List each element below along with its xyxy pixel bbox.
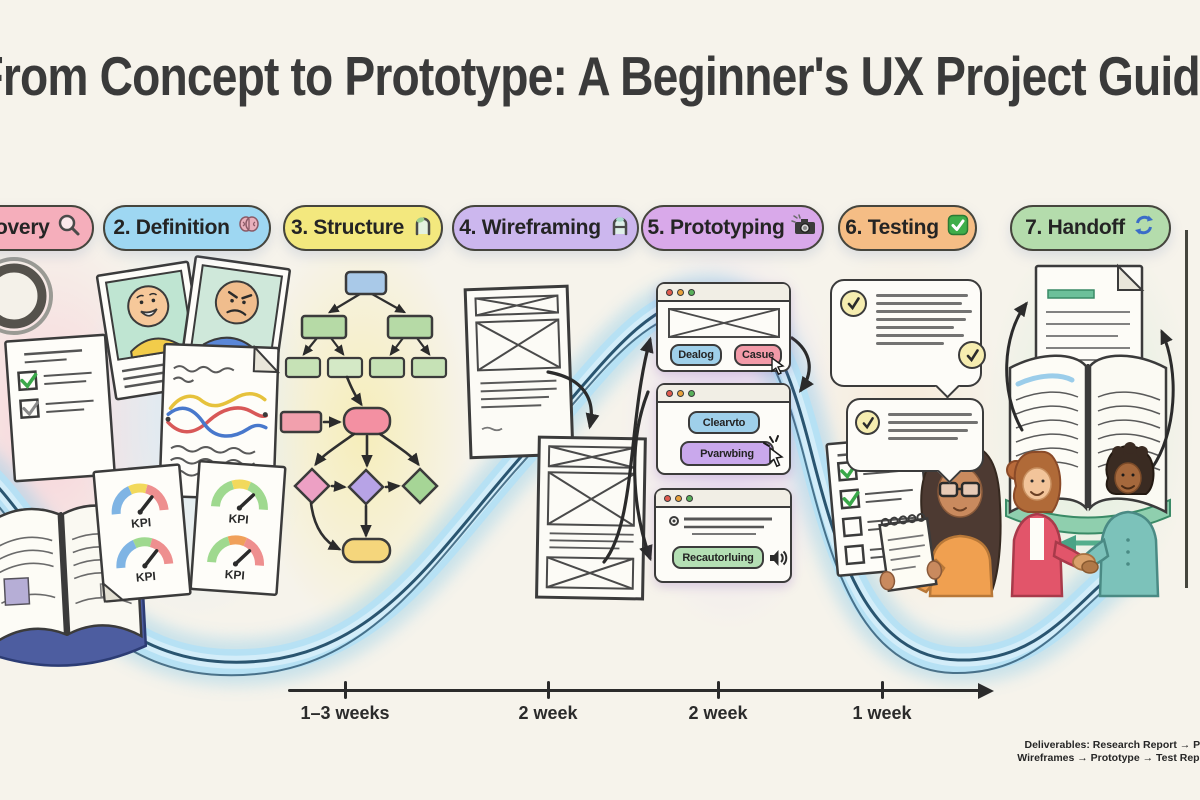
stage-pill-testing: 6. Testing [838, 205, 977, 251]
check-icon [946, 213, 970, 243]
timeline-arrowhead [978, 683, 994, 699]
right-border-line [1185, 230, 1188, 588]
stage-pill-handoff: 7. Handoff [1010, 205, 1171, 251]
text-bullet-lines [669, 516, 772, 535]
image-placeholder [668, 308, 780, 338]
stage-pill-structure: 3. Structure [283, 205, 443, 251]
cycle-arrow-left [1005, 301, 1028, 432]
feedback-text-lines [876, 294, 972, 350]
traffic-dot-red [666, 389, 673, 397]
window-titlebar [658, 385, 789, 403]
structure-illustration [279, 270, 448, 564]
timeline-label-4: 1 week [852, 703, 912, 723]
user-flowchart [279, 375, 439, 564]
traffic-dot-orange [677, 389, 684, 397]
proto-button-option-1: Clearvto [688, 411, 760, 434]
cycle-arrow-right [1150, 328, 1175, 470]
stage-pill-wireframing: 4. Wireframing [452, 205, 639, 251]
arch-icon [411, 213, 435, 243]
feedback-bubble-1 [830, 279, 986, 399]
magnifier-icon [57, 213, 81, 243]
stage-label: 1. Discovery [0, 216, 50, 239]
stage-label: 7. Handoff [1025, 216, 1125, 239]
cursor-icon [771, 356, 785, 376]
traffic-dot-orange [675, 494, 682, 502]
page-title: From Concept to Prototype: A Beginner's … [0, 45, 1200, 107]
handoff-illustration [1005, 263, 1175, 598]
traffic-dot-orange [677, 288, 684, 296]
check-circle-icon [855, 410, 880, 435]
wireframe-sheet-2 [535, 435, 647, 601]
timeline-axis [288, 689, 980, 692]
prototype-window-1: Dealog Casue [656, 282, 791, 376]
kpi-label: KPI [135, 569, 156, 585]
traffic-dot-green [688, 288, 695, 296]
deliverables-line-1: Deliverables: Research Report → Pe [1024, 739, 1200, 751]
proto-button-cancel: Casue [734, 344, 782, 366]
feedback-bubble-2 [846, 398, 984, 484]
stage-label: 2. Definition [113, 216, 230, 239]
prototype-window-2: Clearvto Pvarwbing [656, 383, 791, 475]
proto-button-dialog: Dealog [670, 344, 722, 366]
prototype-window-3: Recautorluing [654, 488, 792, 583]
click-cursor-icon [763, 435, 784, 468]
sitemap-tree [284, 270, 448, 379]
proto-button-option-2: Pvarwbing [680, 441, 774, 466]
window-titlebar [656, 490, 790, 508]
traffic-dot-green [688, 389, 695, 397]
brain-icon [237, 213, 261, 243]
magnifier-ring-icon [0, 257, 53, 335]
feedback-text-lines [888, 413, 978, 445]
timeline-tick [881, 681, 884, 699]
traffic-dot-red [666, 288, 673, 296]
check-circle-icon [840, 290, 867, 317]
stage-pill-definition: 2. Definition [103, 205, 271, 251]
research-checklist [4, 333, 116, 483]
camera-icon [791, 213, 817, 243]
research-chart-document [158, 342, 281, 502]
notepad [878, 512, 943, 593]
kpi-label: KPI [224, 567, 245, 582]
arrow-to-wireframe-2 [546, 370, 600, 430]
timeline-tick [344, 681, 347, 699]
handshake-people [1006, 442, 1160, 598]
window-titlebar [658, 284, 789, 302]
researcher-person [878, 442, 1002, 598]
stage-label: 5. Prototyping [647, 216, 785, 239]
pen-arch-icon [608, 213, 632, 243]
timeline-label-1: 1–3 weeks [300, 703, 390, 723]
kpi-sheet-right: KPI KPI [189, 460, 287, 596]
timeline-tick [547, 681, 550, 699]
timeline-label-3: 2 week [688, 703, 748, 723]
testing-illustration [825, 434, 1002, 598]
deliverables-note: Deliverables: Research Report → Pe Wiref… [1017, 739, 1200, 765]
stage-label: 3. Structure [290, 216, 405, 239]
refresh-icon [1132, 213, 1156, 243]
wireframe-sheet-1 [463, 284, 575, 460]
deliverables-line-2: Wireframes → Prototype → Test Repo [1017, 752, 1200, 764]
traffic-dot-red [664, 494, 671, 502]
kpi-sheet-left: KPI KPI [92, 463, 192, 603]
stage-label: 6. Testing [845, 216, 939, 239]
stage-pill-prototyping: 5. Prototyping [641, 205, 824, 251]
timeline-tick [717, 681, 720, 699]
prototyping-arrows [602, 336, 814, 564]
kpi-label: KPI [228, 511, 249, 526]
kpi-label: KPI [131, 515, 152, 531]
stage-label: 4. Wireframing [459, 216, 601, 239]
proto-button-voice: Recautorluing [672, 546, 764, 569]
timeline-label-2: 2 week [518, 703, 578, 723]
wireframing-illustration [463, 284, 647, 601]
traffic-dot-green [686, 494, 693, 502]
definition-illustration: KPI KPI KPI KPI [92, 255, 291, 603]
speaker-icon [770, 550, 788, 566]
check-circle-icon [958, 341, 986, 369]
stage-pill-discovery: 1. Discovery [0, 205, 94, 251]
